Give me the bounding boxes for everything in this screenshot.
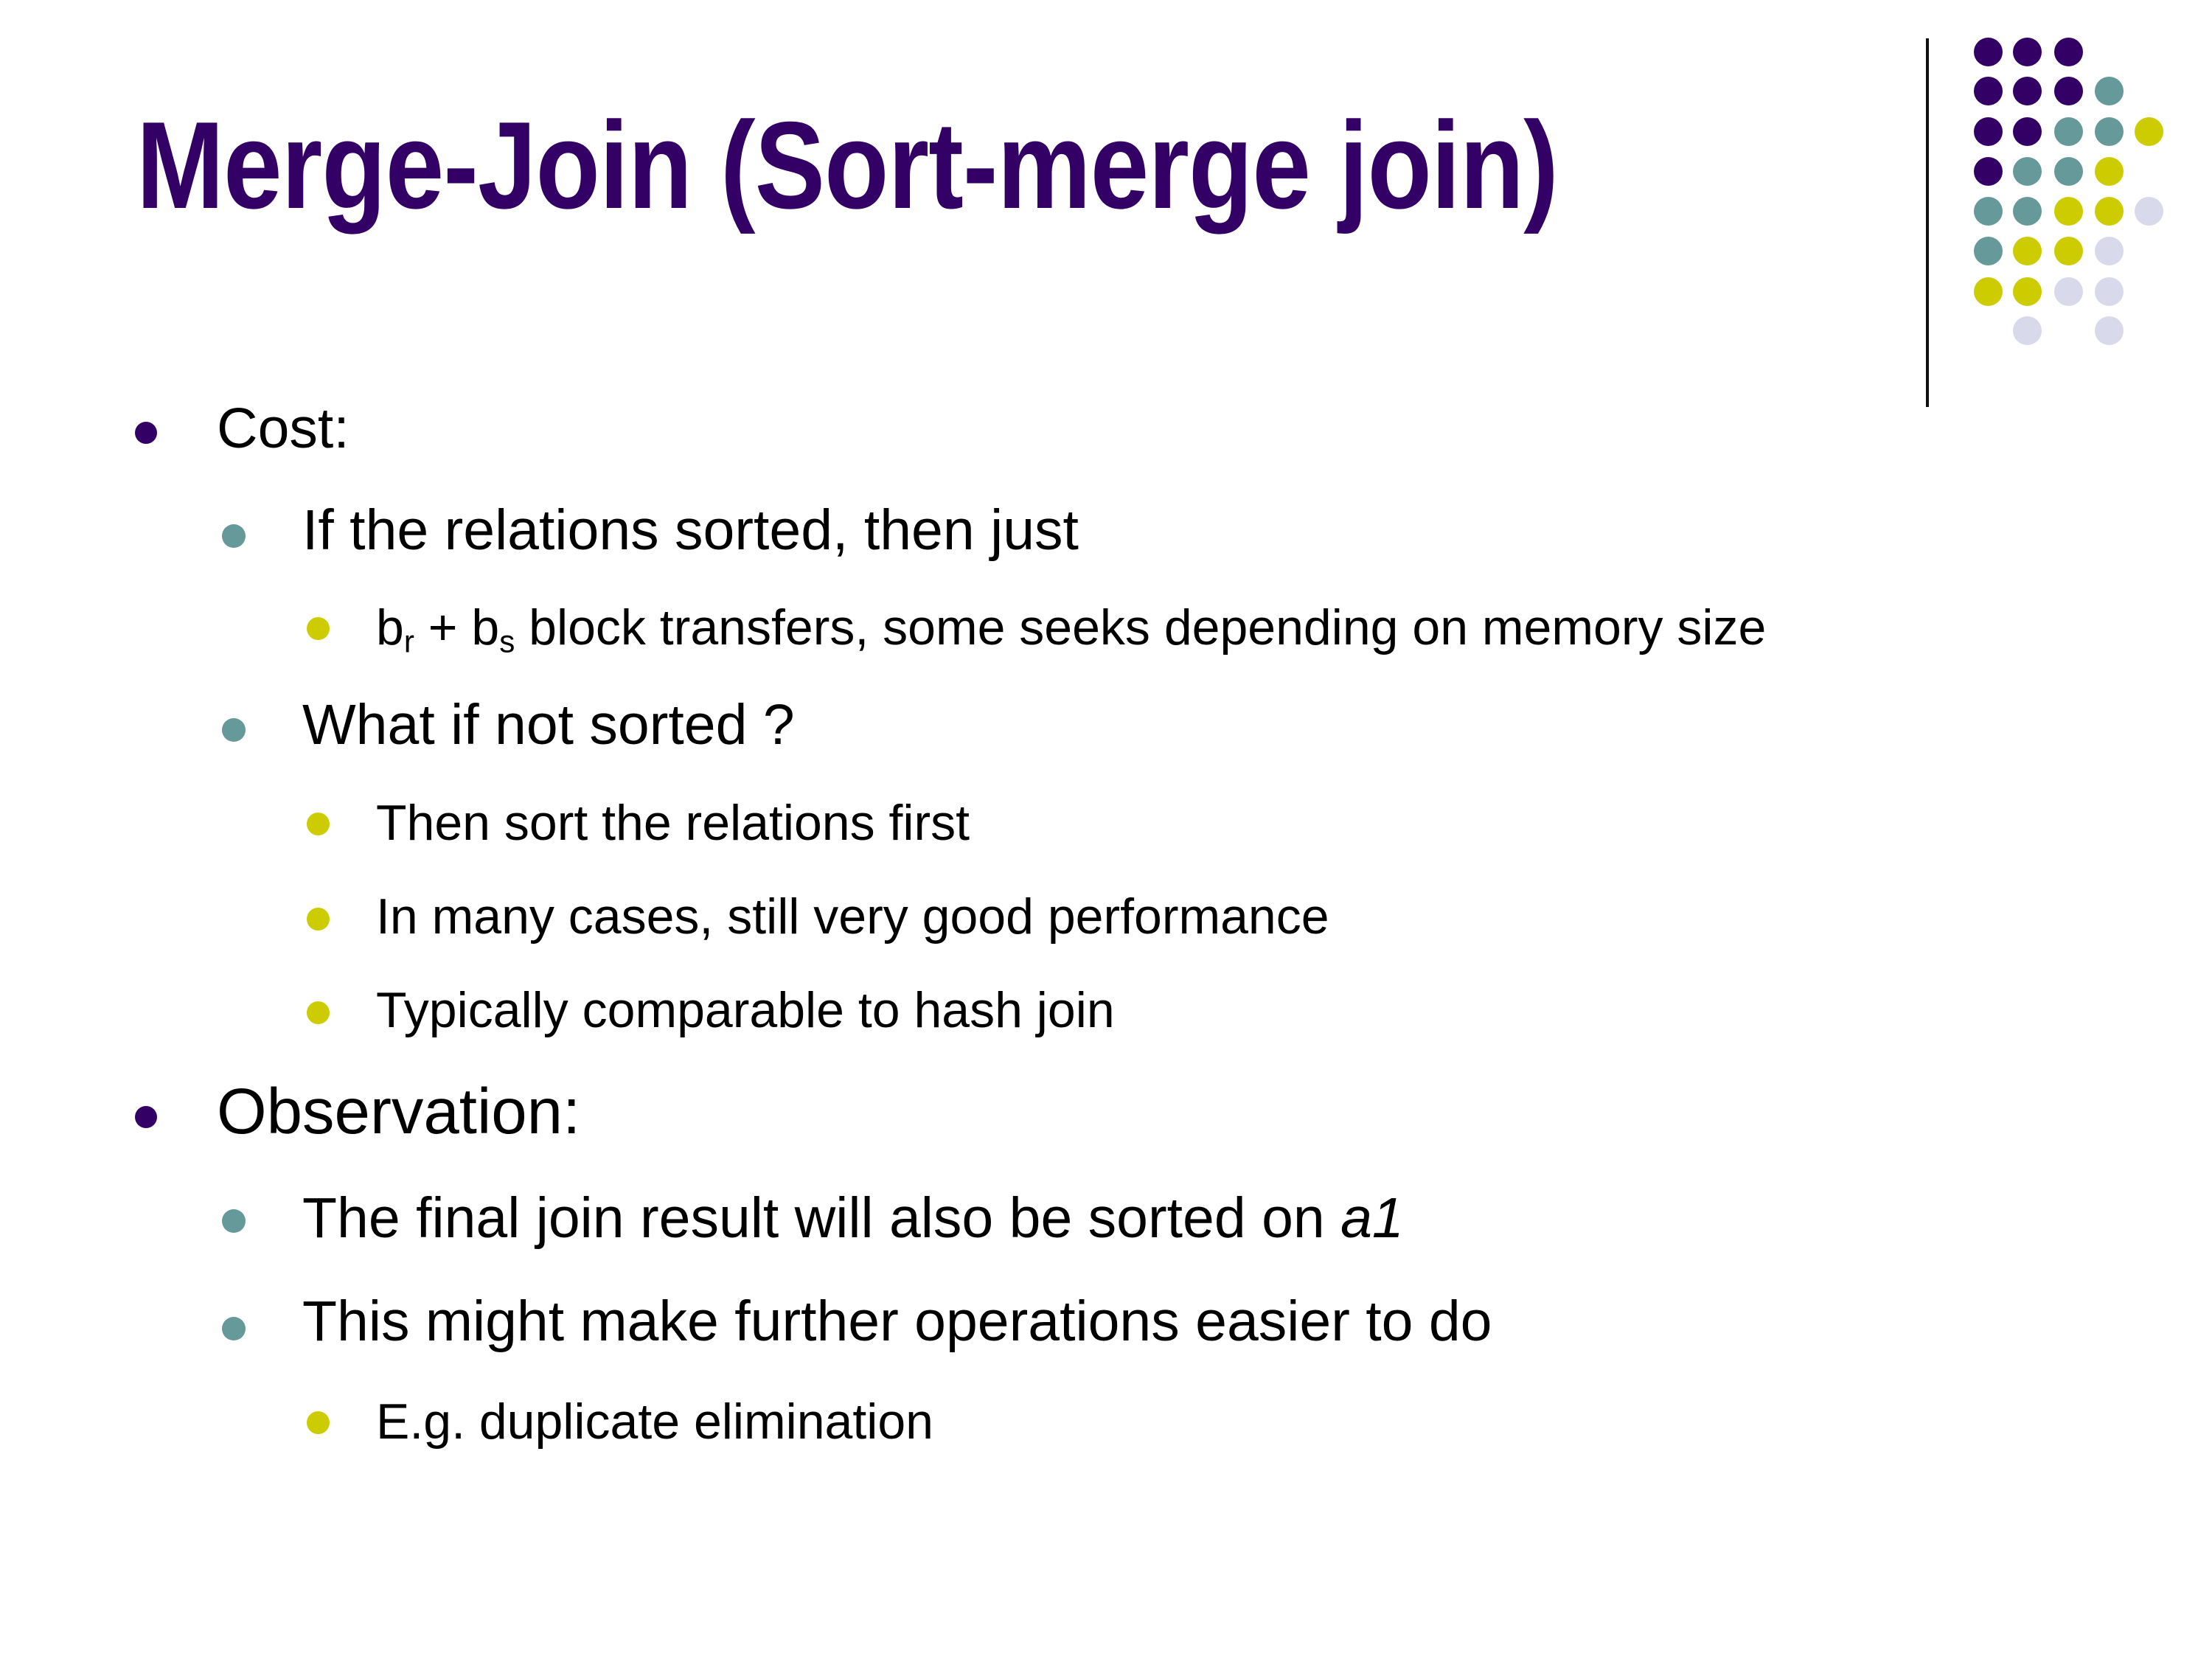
decorative-dot (2095, 277, 2124, 306)
bullet-icon (222, 1317, 246, 1340)
decorative-dot (1974, 38, 2003, 66)
decorative-dot (2013, 197, 2042, 226)
decorative-dot (2013, 38, 2042, 66)
bullet-icon (307, 908, 330, 931)
decorative-dot (2095, 237, 2124, 265)
bullet-comparable: Typically comparable to hash join (376, 982, 1115, 1038)
bullet-cost: Cost: (217, 397, 349, 460)
decorative-dot (2095, 117, 2124, 146)
text: b (376, 599, 404, 655)
decorative-dot (2095, 197, 2124, 226)
bullet-icon (222, 718, 246, 742)
decorative-dot (2095, 157, 2124, 186)
decorative-dot (1974, 77, 2003, 105)
bullet-icon (307, 1411, 330, 1434)
decorative-dot (2013, 237, 2042, 265)
decorative-dot (2095, 77, 2124, 105)
decorative-dot (2013, 117, 2042, 146)
decorative-dot (2013, 157, 2042, 186)
decorative-dot (1974, 157, 2003, 186)
bullet-not-sorted: What if not sorted ? (302, 693, 795, 757)
decorative-dot (2054, 117, 2083, 146)
subscript: r (403, 624, 414, 659)
divider-line (1926, 38, 1929, 407)
bullet-icon (307, 813, 330, 835)
bullet-icon (135, 1106, 157, 1128)
text: + (414, 599, 472, 655)
decorative-dot (2054, 277, 2083, 306)
bullet-icon (222, 1209, 246, 1233)
decorative-dot (1974, 277, 2003, 306)
decorative-dot (2054, 237, 2083, 265)
decorative-dot (2054, 38, 2083, 66)
bullet-icon (307, 617, 330, 640)
bullet-sorted: If the relations sorted, then just (302, 498, 1079, 562)
decorative-dot (2054, 77, 2083, 105)
decorative-dot (2135, 197, 2163, 226)
decorative-dot (2135, 117, 2163, 146)
bullet-icon (135, 422, 157, 444)
text: block transfers, some seeks depending on… (515, 599, 1767, 655)
decorative-dot (1974, 117, 2003, 146)
bullet-sort-first: Then sort the relations first (376, 795, 970, 851)
subscript: s (499, 624, 515, 659)
decorative-dot (1974, 197, 2003, 226)
bullet-easier: This might make further operations easie… (302, 1290, 1492, 1353)
decorative-dot (1974, 237, 2003, 265)
decorative-dot (2054, 197, 2083, 226)
bullet-icon (307, 1001, 330, 1024)
decorative-dot (2054, 157, 2083, 186)
text: b (471, 599, 500, 655)
decorative-dot (2095, 316, 2124, 345)
bullet-observation: Observation: (217, 1076, 581, 1147)
decorative-dot (2013, 277, 2042, 306)
decorative-dot (2013, 77, 2042, 105)
attribute-name: a1 (1340, 1186, 1404, 1250)
bullet-icon (222, 524, 246, 548)
slide-title: Merge-Join (Sort-merge join) (136, 96, 1559, 234)
decorative-dot (2013, 316, 2042, 345)
bullet-dup-elim: E.g. duplicate elimination (376, 1394, 934, 1450)
text: The final join result will also be sorte… (302, 1186, 1341, 1250)
bullet-good-perf: In many cases, still very good performan… (376, 888, 1329, 945)
bullet-transfers: br + bs block transfers, some seeks depe… (376, 599, 1767, 657)
bullet-final-sorted: The final join result will also be sorte… (302, 1190, 1404, 1247)
